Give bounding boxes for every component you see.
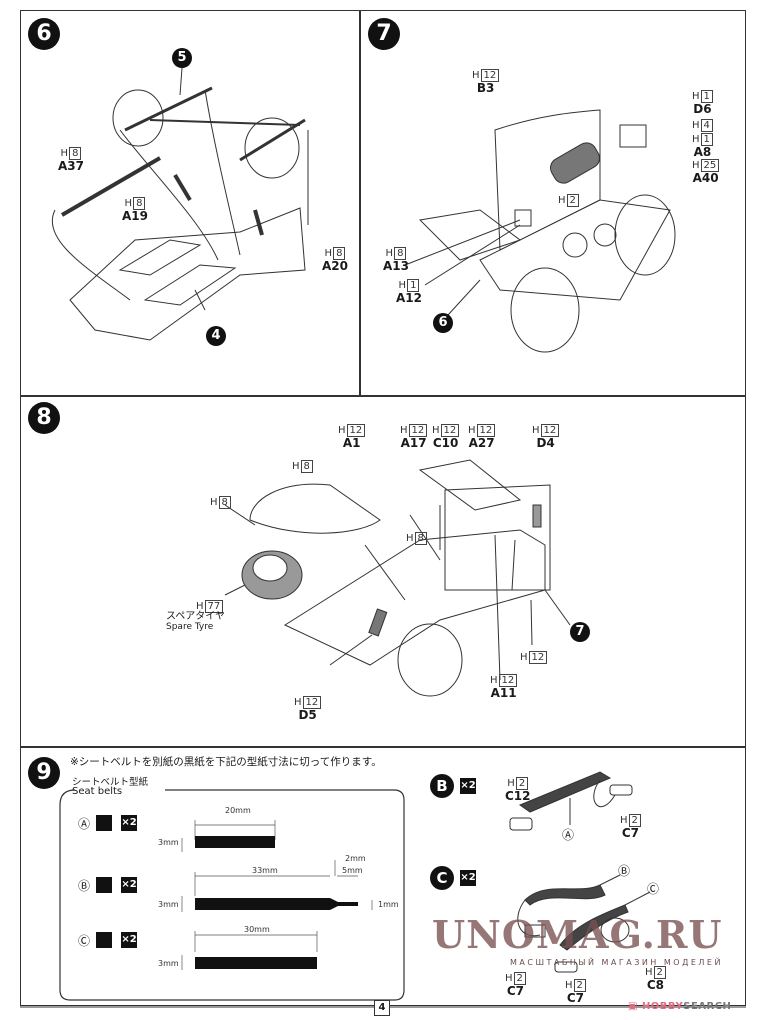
label-spare-tyre: スペアタイヤ Spare Tyre [166, 611, 225, 632]
belt-a-id: Ⓐ [78, 817, 91, 831]
template-title-en: Seat belts [72, 786, 123, 797]
belt-b-tail: 5mm [342, 866, 363, 875]
belt-b-width: 3mm [158, 900, 179, 909]
hobby-search-logo-icon: ▣ [628, 1001, 642, 1012]
step-9-number: 9 [28, 757, 60, 789]
belt-a-width: 3mm [158, 838, 179, 847]
watermark-subtitle: МАСШТАБНЫЙ МАГАЗИН МОДЕЛЕЙ [510, 958, 723, 967]
belt-templates [181, 820, 373, 970]
watermark-logo: UNOMAG.RU [432, 912, 723, 957]
cut-icon [96, 815, 112, 831]
step-8-number: 8 [28, 402, 60, 434]
sub-b-letter: B [430, 774, 454, 798]
hobby-search-brand: ▣ HOBBYSEARCH [628, 1001, 732, 1012]
belt-b-strip [195, 898, 358, 910]
belt-strips [195, 836, 358, 969]
belt-c-width: 3mm [158, 959, 179, 968]
step-7-panel [359, 10, 746, 397]
seat-belt-note: ※シートベルトを別紙の黒紙を下記の型紙寸法に切って作ります。 [70, 756, 382, 768]
step-8-panel [20, 395, 746, 748]
ref-step-4: 4 [206, 326, 226, 346]
belt-c-strip [195, 957, 317, 969]
belt-b-length: 33mm [252, 866, 278, 875]
sub-b-drawing [509, 771, 633, 831]
belt-a-qty: ×2 [121, 815, 137, 831]
sub-c-qty: ×2 [460, 870, 476, 886]
sub-b-belt-ref: Ⓐ [562, 828, 575, 842]
sub-b-qty: ×2 [460, 778, 476, 794]
page-number: 4 [374, 1000, 390, 1016]
belt-template-box [59, 789, 405, 1001]
template-title-jp: シートベルト型紙 [72, 777, 149, 788]
step-6-drawing [52, 67, 309, 341]
ref-step-7: 7 [570, 622, 590, 642]
step-8-drawing [224, 459, 571, 697]
belt-a-length: 20mm [225, 806, 251, 815]
belt-a-strip [195, 836, 275, 848]
belt-c-id: Ⓒ [78, 934, 91, 948]
belt-b-qty: ×2 [121, 877, 137, 893]
step-7-drawing [404, 109, 676, 353]
sub-c-belt-ref-c: Ⓒ [647, 882, 660, 896]
step-7-number: 7 [368, 18, 400, 50]
sub-c-belt-ref-b: Ⓑ [618, 864, 631, 878]
step-6-number: 6 [28, 18, 60, 50]
belt-c-qty: ×2 [121, 932, 137, 948]
ref-step-5: 5 [172, 48, 192, 68]
belt-b-id: Ⓑ [78, 879, 91, 893]
cut-icon [96, 932, 112, 948]
belt-c-length: 30mm [244, 925, 270, 934]
step-6-panel [20, 10, 361, 397]
sub-c-letter: C [430, 866, 454, 890]
ref-step-6: 6 [433, 313, 453, 333]
cut-icon [96, 877, 112, 893]
belt-b-tail-width: 1mm [378, 900, 399, 909]
belt-b-taper: 2mm [345, 854, 366, 863]
sub-c-drawing [517, 874, 651, 973]
